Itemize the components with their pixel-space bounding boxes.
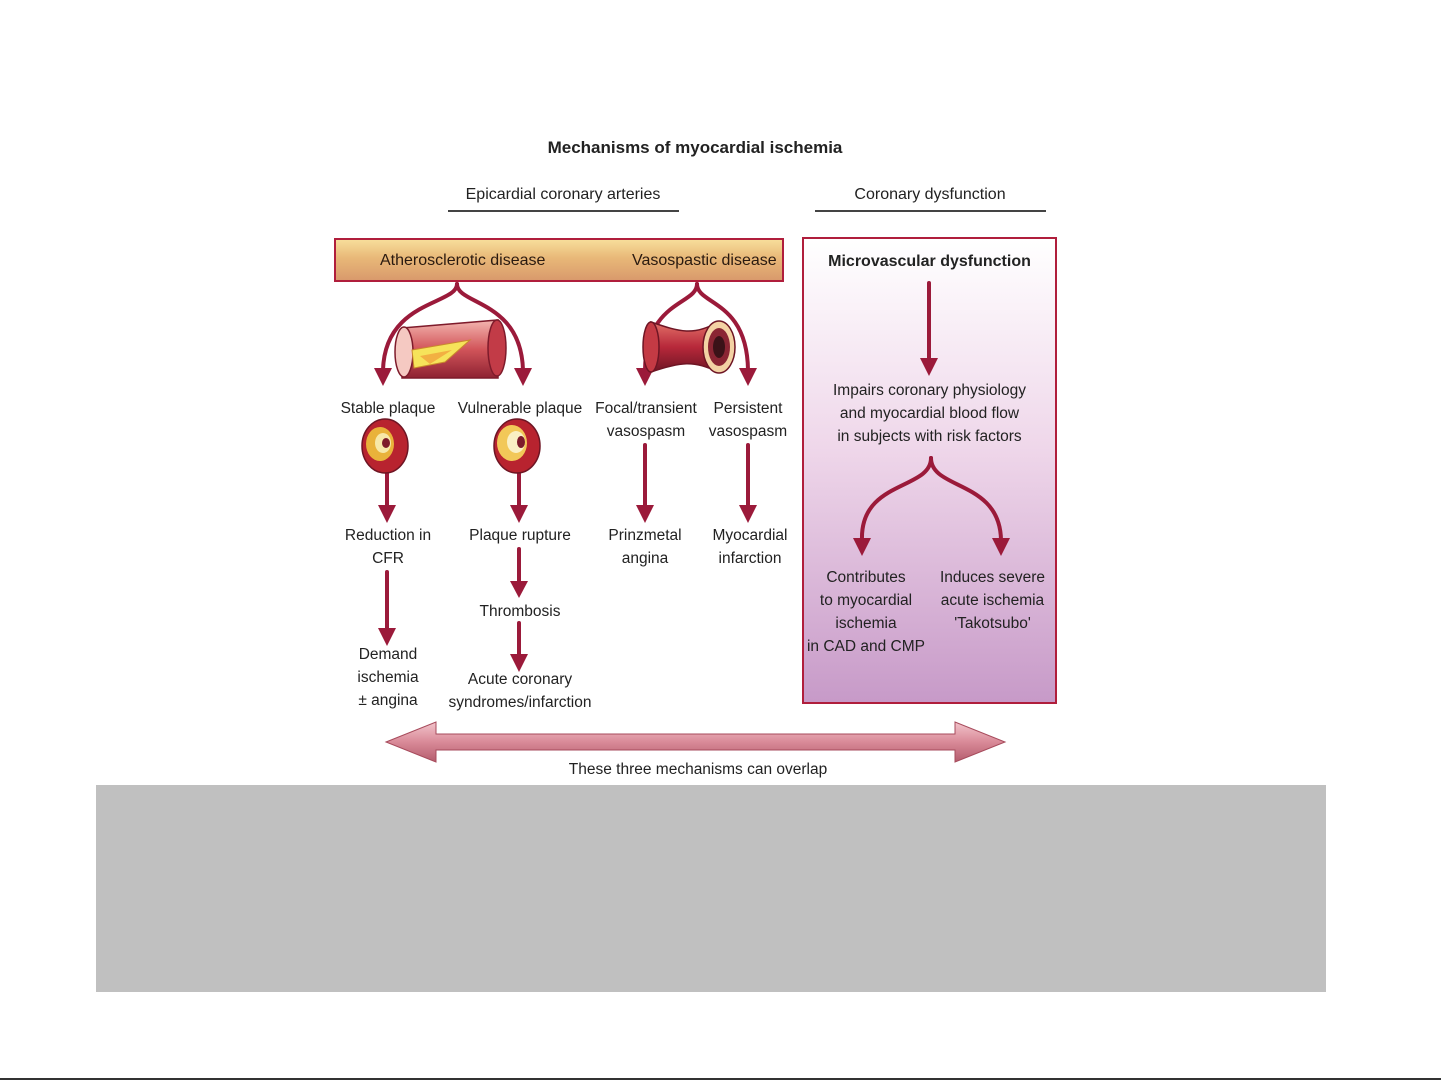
reduction-cfr-label: Reduction in CFR xyxy=(344,527,432,567)
vasospastic-vessel-illustration xyxy=(642,320,736,374)
fork-arrow-persistent xyxy=(695,282,750,372)
plaque-rupture-label: Plaque rupture xyxy=(469,527,571,544)
vulnerable-plaque-label: Vulnerable plaque xyxy=(457,400,583,417)
vulnerable-plaque-cross-section xyxy=(493,418,541,474)
section-epicardial-underline xyxy=(448,210,679,212)
microvascular-dysfunction-title: Microvascular dysfunction xyxy=(828,253,1031,270)
fork-arrow-induces xyxy=(929,456,1003,542)
focal-vasospasm-label: Focal/transient vasospasm xyxy=(595,400,697,440)
section-coronary-dysfunction-underline xyxy=(815,210,1046,212)
fork-arrow-vulnerable xyxy=(455,282,525,372)
persistent-vasospasm-label: Persistent vasospasm xyxy=(708,400,788,440)
prinzmetal-angina-label: Prinzmetal angina xyxy=(608,527,682,567)
section-coronary-dysfunction-heading: Coronary dysfunction xyxy=(854,186,1006,203)
acute-coronary-syndromes-label: Acute coronary syndromes/infarction xyxy=(448,671,592,711)
atherosclerotic-disease-label: Atherosclerotic disease xyxy=(380,252,546,269)
atherosclerotic-vessel-illustration xyxy=(394,319,507,379)
myocardial-infarction-label: Myocardial infarction xyxy=(712,527,788,567)
gray-panel xyxy=(96,785,1326,992)
disease-banner: Atherosclerotic disease Vasospastic dise… xyxy=(334,238,784,282)
demand-ischemia-label: Demand ischemia ± angina xyxy=(357,646,419,709)
contributes-ischemia-label: Contributes to myocardial ischemia in CA… xyxy=(806,569,925,655)
vasospastic-disease-label: Vasospastic disease xyxy=(632,252,777,269)
stable-plaque-cross-section xyxy=(361,418,409,474)
arrowheads xyxy=(374,358,1010,672)
bottom-rule xyxy=(0,1078,1441,1080)
overlap-caption: These three mechanisms can overlap xyxy=(568,761,828,778)
overlap-double-arrow xyxy=(384,721,1007,763)
impairs-physiology-label: Impairs coronary physiology and myocardi… xyxy=(833,382,1026,445)
fork-arrow-stable xyxy=(381,282,459,372)
stable-plaque-label: Stable plaque xyxy=(340,400,436,417)
induces-ischemia-label: Induces severe acute ischemia 'Takotsubo… xyxy=(939,569,1046,632)
diagram-title: Mechanisms of myocardial ischemia xyxy=(547,138,843,157)
section-epicardial-heading: Epicardial coronary arteries xyxy=(465,186,661,203)
fork-arrow-contributes xyxy=(859,456,933,542)
thrombosis-label: Thrombosis xyxy=(479,603,561,620)
